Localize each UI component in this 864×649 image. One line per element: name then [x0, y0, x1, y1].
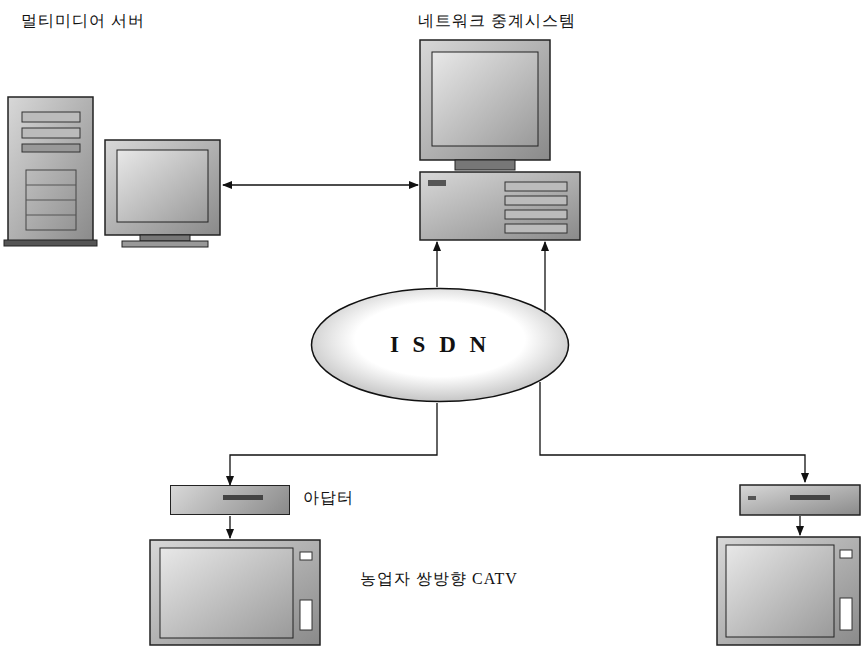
server-tower: [4, 97, 97, 246]
adapter-to-tv: [799, 516, 800, 535]
tv-set: [150, 540, 320, 645]
line-to-adapter: [540, 382, 805, 482]
server-group: 멀티미디어 서버: [5, 5, 223, 250]
tv-set: [717, 537, 860, 645]
network-label: I S D N: [390, 332, 490, 358]
adapter-device: [740, 485, 860, 515]
adapter-device: 아답터: [170, 485, 290, 515]
relay-group: 네트워크 중계시스템: [418, 5, 582, 242]
network-ellipse: I S D N: [310, 287, 570, 403]
component-heading: 멀티미디어 서버: [5, 5, 223, 32]
caption-label: 농업자 쌍방향 CATV: [360, 569, 518, 590]
server-monitor: [105, 140, 220, 247]
connector-arrow: [223, 184, 418, 185]
connector-arrow: [230, 403, 437, 485]
adapter-to-tv: [229, 516, 230, 538]
device-label: 아답터: [303, 488, 354, 509]
relay-computer: [420, 40, 580, 240]
component-heading: 네트워크 중계시스템: [418, 5, 582, 32]
connector-arrow: [436, 242, 437, 287]
connector-arrow: [544, 242, 545, 311]
adapter-slot: [223, 495, 263, 500]
ellipse-outline: [312, 289, 569, 402]
